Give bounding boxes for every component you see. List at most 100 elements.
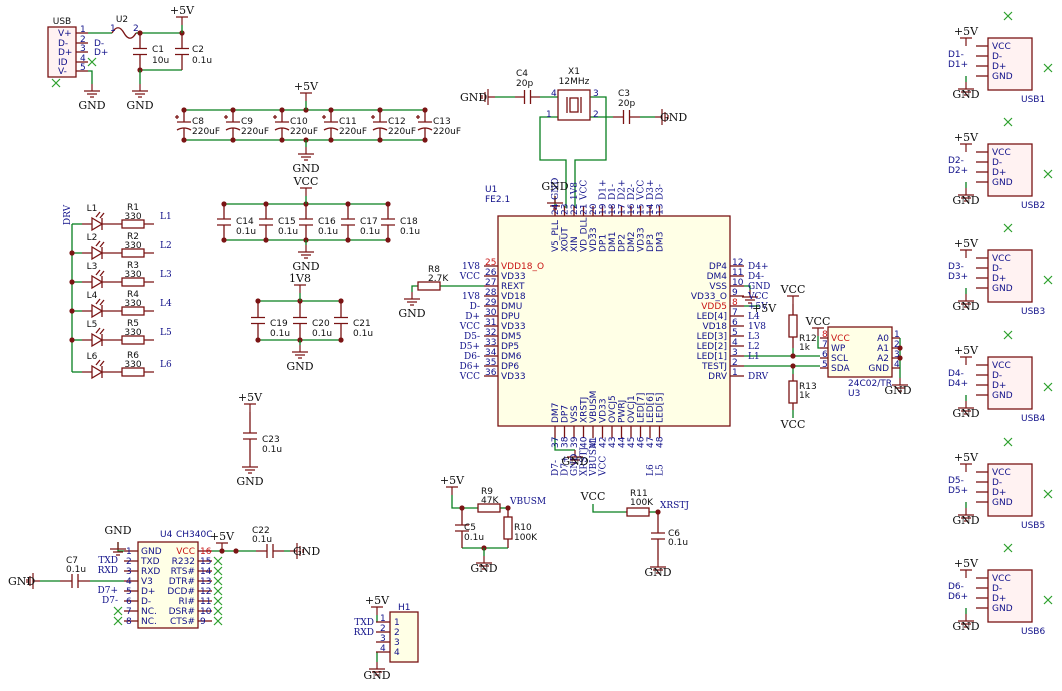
usb-port-ref: USB4 — [1021, 414, 1045, 424]
usb-port-body — [987, 463, 1033, 517]
junction-dot — [69, 308, 75, 314]
led-resistor — [121, 367, 145, 377]
pin-number: 2 — [380, 624, 386, 634]
net-label: 1V8 — [462, 262, 480, 272]
power-bar-symbol — [216, 542, 228, 551]
ic-value: CH340C — [176, 530, 213, 540]
bulk-cap — [373, 110, 387, 140]
no-connect-marker — [1043, 169, 1053, 179]
ic-pin-number: 21 — [580, 204, 590, 215]
crystal-element — [569, 97, 579, 113]
ic-pin-number: 34 — [485, 348, 497, 358]
led-emission-arrows — [95, 240, 105, 248]
xout-wire — [539, 116, 567, 208]
ground-label: GND — [126, 99, 153, 112]
ic-pin-number: 44 — [618, 436, 628, 448]
bulk-cap — [418, 110, 432, 140]
bulk-cap — [275, 110, 289, 140]
ic-pin-number: 14 — [646, 203, 656, 215]
ic-pin-number: 11 — [732, 268, 743, 278]
cap-value: 220uF — [433, 127, 461, 137]
ic-pin-name: V5_PLL — [551, 220, 561, 252]
usb-port-ref: USB2 — [1021, 201, 1045, 211]
r9-resistor — [477, 503, 501, 513]
res-value: 1k — [799, 391, 811, 401]
ic-pin-name: VDD5 — [701, 302, 727, 312]
p5-label: +5V — [954, 451, 979, 464]
ic-pin-name: VD33 — [599, 398, 609, 423]
ic-pin-number: 29 — [485, 298, 497, 308]
usb-port-pin: D- — [992, 264, 1002, 274]
res-ref: R9 — [481, 487, 493, 497]
usb-port-pin: VCC — [992, 574, 1011, 584]
pin-number: 2 — [593, 110, 599, 120]
net-label: D5- — [464, 332, 480, 342]
p5-label: +5V — [365, 594, 390, 607]
res-ref: R2 — [127, 232, 139, 242]
ground-symbol — [547, 196, 563, 210]
power-bar-symbol — [446, 486, 458, 495]
ic-pin-name: PWRJ — [618, 400, 628, 423]
ground-label: GND — [952, 514, 979, 527]
cap-ref: C23 — [262, 435, 280, 445]
net-label: D6+ — [948, 592, 968, 602]
net-label: L1 — [160, 212, 172, 222]
cap-ref: C21 — [353, 319, 371, 329]
res-ref: R6 — [127, 351, 139, 361]
ground-label: GND — [952, 620, 979, 633]
pin-number: 4 — [380, 644, 386, 654]
ic-pin-number: 3 — [126, 567, 132, 577]
cap-value: 0.1u — [252, 535, 272, 545]
ic-pin-number: 13 — [200, 577, 211, 587]
net-label: D2- — [627, 184, 637, 200]
no-connect-marker — [1043, 275, 1053, 285]
res-ref: R11 — [630, 489, 648, 499]
decoupling-cap — [217, 204, 231, 240]
ic-pin-number: 2 — [894, 340, 900, 350]
cap-ref: C7 — [66, 556, 78, 566]
no-connect-marker — [1043, 595, 1053, 605]
net-label: VCC — [459, 372, 480, 382]
ic-pin-number: 17 — [618, 204, 628, 215]
usb-port-pin: VCC — [992, 468, 1011, 478]
vcc-label: VCC — [293, 175, 319, 188]
ic-pin-number: 6 — [732, 318, 738, 328]
usb-port-pin: D+ — [992, 381, 1006, 391]
ic-pin-name: VD18 — [702, 322, 727, 332]
net-label: D4+ — [748, 262, 768, 272]
r8-resistor — [417, 281, 441, 291]
wire — [451, 495, 478, 509]
c4-capacitor — [515, 90, 540, 104]
net-label: D3+ — [948, 272, 968, 282]
ground-symbol — [958, 294, 974, 308]
net-label: L2 — [748, 342, 760, 352]
net-label: D5- — [948, 476, 964, 486]
ground-label: GND — [104, 524, 131, 537]
ic-pin-number: 8 — [732, 298, 738, 308]
ic-pin-number: 45 — [627, 437, 637, 448]
usb-port-body — [987, 143, 1033, 197]
p5-label: +5V — [752, 302, 777, 315]
usb-pin-name: D- — [58, 39, 68, 49]
usb-pin-name: V+ — [58, 29, 72, 39]
pin-number: 4 — [394, 648, 400, 658]
pin-number: 3 — [380, 634, 386, 644]
bulk-cap — [226, 110, 240, 140]
res-value: 330 — [124, 241, 141, 251]
parts-layer — [26, 16, 1033, 676]
ground-symbol — [290, 543, 304, 559]
junction-dot — [69, 279, 75, 285]
c2-capacitor — [175, 33, 189, 70]
ic-value: 24C02/TR — [848, 379, 892, 389]
no-connect-marker — [113, 606, 123, 616]
bulk-cap — [324, 110, 338, 140]
drv-net-label: DRV — [63, 204, 73, 225]
wire — [117, 542, 124, 552]
ic-pin-number: 3 — [732, 348, 738, 358]
pin-number: 4 — [80, 54, 86, 64]
no-connect-marker — [1003, 11, 1013, 21]
ground-label: GND — [952, 194, 979, 207]
led-ref: L3 — [87, 262, 98, 272]
ground-label: GND — [561, 455, 588, 468]
ic-pin-number: 9 — [732, 288, 738, 298]
